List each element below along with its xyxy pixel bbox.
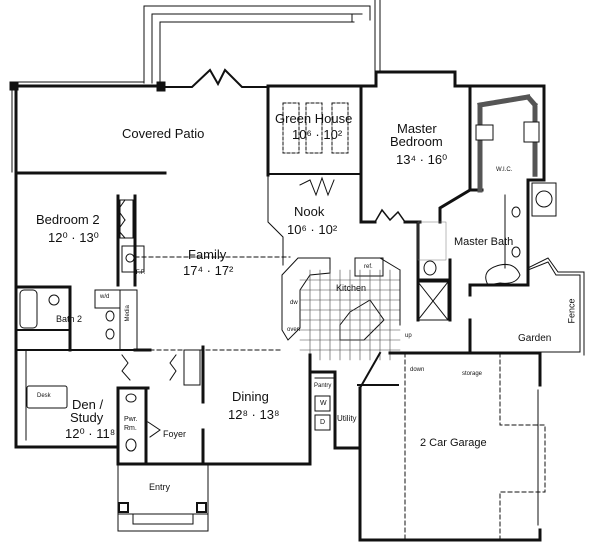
storage-label: storage [462, 371, 483, 377]
oven-label: oven [287, 327, 301, 333]
wic-label: W.I.C. [496, 167, 513, 173]
nook-dims: 10⁶ · 10² [287, 222, 338, 237]
foyer-dining-walls [116, 345, 312, 466]
stairs-up-label: up [405, 333, 412, 339]
room-den-study-line1: Den / [72, 397, 104, 412]
room-pwr-line2: Rm. [124, 425, 137, 432]
ref-label: ref. [364, 264, 373, 270]
entry-porch [117, 463, 209, 532]
covered-patio-walls [9, 68, 269, 175]
fp-label: F.P. [136, 270, 146, 276]
deck-outline [143, 0, 381, 84]
media-label: Media [124, 305, 131, 322]
ac-unit [531, 182, 557, 217]
stairs-down-label: down [410, 367, 425, 373]
family-nook-walls [133, 174, 335, 352]
bath-2-walls [14, 285, 138, 352]
room-pwr-line1: Pwr. [124, 416, 138, 423]
room-bath-2: Bath 2 [56, 314, 83, 324]
dryer-label: D [320, 419, 326, 426]
room-bedroom-2: Bedroom 2 [36, 212, 100, 227]
wd-label: w/d [100, 294, 110, 300]
room-master-bedroom-line2: Bedroom [390, 134, 443, 149]
green-house-walls [266, 84, 362, 177]
room-nook: Nook [294, 204, 325, 219]
family-dims: 17⁴ · 17² [183, 263, 234, 278]
desk-label: Desk [37, 393, 51, 399]
bedroom-2-dims: 12⁰ · 13⁰ [48, 230, 99, 245]
room-foyer: Foyer [163, 429, 187, 439]
room-garden: Garden [518, 333, 552, 344]
room-kitchen: Kitchen [336, 283, 367, 293]
fence-label: Fence [566, 298, 577, 324]
garden-fence [468, 257, 585, 356]
room-garage: 2 Car Garage [420, 437, 487, 449]
room-master-bedroom-line1: Master [397, 121, 437, 136]
room-master-bath: Master Bath [454, 236, 514, 248]
room-green-house: Green House [275, 111, 353, 126]
kitchen-area [281, 257, 401, 361]
room-utility: Utility [337, 414, 357, 423]
den-study-dims: 12⁰ · 11⁸ [65, 426, 116, 441]
room-entry: Entry [149, 482, 171, 492]
dw-label: dw [290, 300, 298, 306]
master-bedroom-walls [358, 70, 472, 224]
dining-dims: 12⁸ · 13⁸ [228, 407, 280, 422]
master-bedroom-dims: 13⁴ · 16⁰ [396, 152, 448, 167]
washer-label: W [320, 400, 327, 407]
pantry-label: Pantry [314, 383, 332, 389]
room-family: Family [188, 247, 227, 262]
utility-walls [308, 353, 362, 450]
garage-walls [357, 351, 546, 542]
room-den-study-line2: Study [70, 410, 104, 425]
master-bath-walls [416, 194, 530, 322]
wic-walls [468, 84, 546, 237]
green-house-dims: 10⁶ · 10² [292, 127, 343, 142]
den-study-walls [14, 348, 120, 466]
bedroom-2-walls [14, 171, 145, 422]
room-covered-patio: Covered Patio [122, 126, 205, 141]
room-dining: Dining [232, 389, 269, 404]
